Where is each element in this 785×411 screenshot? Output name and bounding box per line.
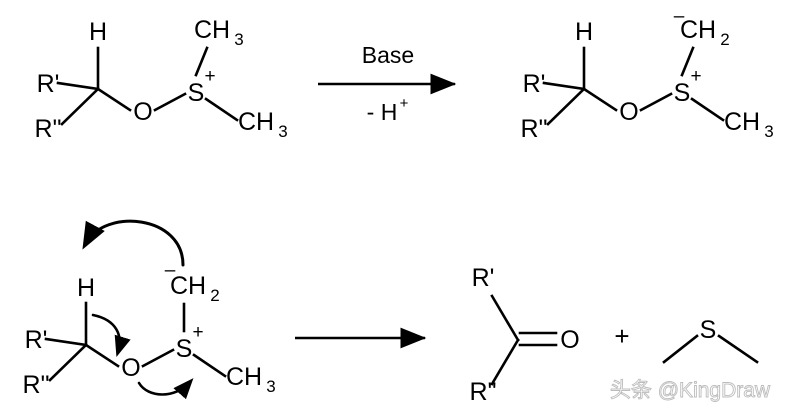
label-h: H xyxy=(89,18,107,46)
bond-co-rdoubleprime xyxy=(490,338,520,386)
bond-s-ch3-bottom xyxy=(204,97,239,122)
row2-transition-state-structure: H R' R" O S + CH 2 – CH 3 xyxy=(23,219,276,400)
label-ch3-top-subscript: 3 xyxy=(234,30,243,49)
bond-s-ch2-product xyxy=(680,46,695,77)
bond-c-rdoubleprime xyxy=(60,87,100,126)
label-o-ts: O xyxy=(121,354,140,382)
label-s-ts: S xyxy=(176,335,193,363)
bond-s-ch3-product xyxy=(690,97,725,122)
arrow-condition-below-superscript: + xyxy=(400,95,409,112)
row1-reaction-arrow: Base - H + xyxy=(318,42,457,125)
label-ch2-subscript-ts: 2 xyxy=(210,286,219,305)
bond-c-rdoubleprime-product xyxy=(546,87,586,126)
bond-o-s xyxy=(153,92,187,112)
label-r-double-prime-product: R" xyxy=(521,115,548,143)
label-s-positive-charge-product: + xyxy=(690,66,701,87)
electron-arrow-carbanion-to-hydrogen xyxy=(82,219,185,267)
label-o-ketone: O xyxy=(560,326,579,354)
row1-product-structure: H R' R" O S + CH 2 – CH 3 xyxy=(521,6,774,143)
arrow-condition-above: Base xyxy=(362,42,414,68)
label-s: S xyxy=(188,79,205,107)
bond-s-ch3-top xyxy=(194,46,209,77)
row1-reactant-structure: H R' R" O S + CH 3 CH 3 xyxy=(35,16,288,143)
label-h-product: H xyxy=(575,18,593,46)
row2-sulfide-product: S xyxy=(662,316,759,364)
label-r-prime-product: R' xyxy=(523,70,546,98)
arrow-condition-below: - H xyxy=(367,99,398,125)
label-o-product: O xyxy=(619,98,638,126)
bond-c-o xyxy=(96,87,132,112)
label-ch2-negative-charge-ts: – xyxy=(165,260,176,281)
electron-arrow-ch-bond-to-carbonyl xyxy=(91,313,131,357)
label-ch3-bottom-subscript-product: 3 xyxy=(764,122,773,141)
bond-c-rprime-ts xyxy=(44,337,88,347)
label-r-prime-ts: R' xyxy=(25,326,48,354)
bond-c-rprime-product xyxy=(542,81,586,91)
label-ch3-top: CH xyxy=(194,16,230,44)
bond-s-methyl-left xyxy=(662,334,699,364)
label-ch3-bottom-product: CH xyxy=(724,108,760,136)
label-r-prime-ketone: R' xyxy=(472,264,495,292)
row2-ketone-product: R' R" O xyxy=(470,264,580,406)
bond-o-s-ts xyxy=(141,348,175,368)
label-ch3-bottom-subscript: 3 xyxy=(278,122,287,141)
label-ch3-bottom: CH xyxy=(238,108,274,136)
label-r-prime: R' xyxy=(37,70,60,98)
bond-s-ch3-ts xyxy=(192,353,227,378)
label-r-double-prime-ketone: R" xyxy=(470,378,497,406)
label-s-product: S xyxy=(674,79,691,107)
label-h-ts: H xyxy=(77,274,95,302)
bond-o-s-product xyxy=(639,92,673,112)
label-s-positive-charge: + xyxy=(204,66,215,87)
bond-c-rdoubleprime-ts xyxy=(48,343,88,382)
bond-c-rprime xyxy=(56,81,100,91)
label-ch2-subscript-product: 2 xyxy=(720,30,729,49)
label-ch2-negative-charge-product: – xyxy=(674,6,685,27)
kingdraw-watermark: 头条 @KingDraw xyxy=(610,379,771,402)
label-ch3-subscript-ts: 3 xyxy=(266,377,275,396)
label-r-double-prime: R" xyxy=(35,115,62,143)
electron-arrow-oxygen-to-sulfur-bond xyxy=(137,378,194,400)
label-s-positive-charge-ts: + xyxy=(192,322,203,343)
label-s-sulfide: S xyxy=(700,316,717,344)
label-ch3-ts: CH xyxy=(226,363,262,391)
label-ch2-product: CH xyxy=(680,16,716,44)
bond-c-o-ts xyxy=(84,343,120,368)
label-o: O xyxy=(133,98,152,126)
bond-c-o-product xyxy=(582,87,618,112)
label-ch2-ts: CH xyxy=(170,272,206,300)
label-r-double-prime-ts: R" xyxy=(23,371,50,399)
bond-s-methyl-right xyxy=(717,334,759,364)
bond-co-rprime xyxy=(490,294,520,342)
plus-sign-between-products: + xyxy=(614,321,629,351)
